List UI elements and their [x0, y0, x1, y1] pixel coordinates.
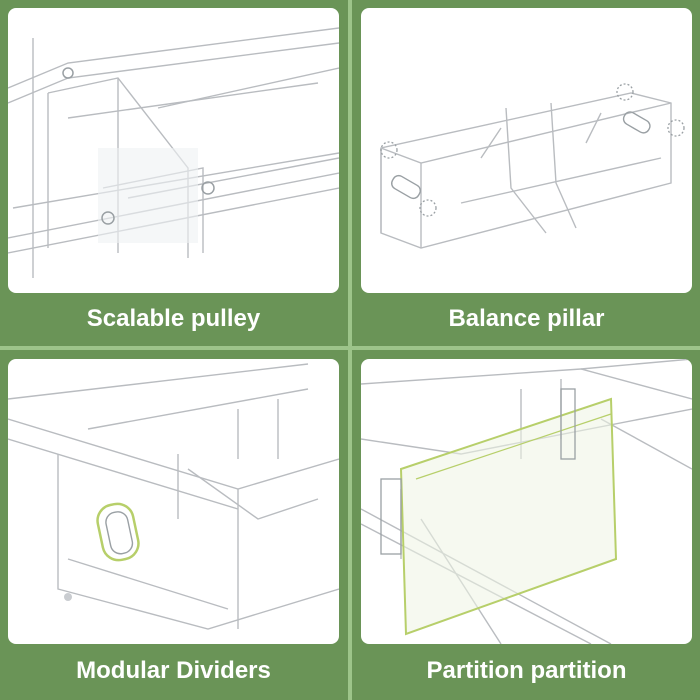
panel-balance-pillar [361, 8, 692, 293]
vertical-divider [348, 0, 352, 700]
modular-dividers-illustration [8, 363, 339, 630]
caption-modular-dividers: Modular Dividers [76, 657, 271, 684]
caption-scalable-pulley: Scalable pulley [86, 305, 261, 332]
panel-modular-dividers [8, 359, 339, 644]
panel-scalable-pulley [8, 8, 339, 293]
pulley-illustration [8, 27, 339, 278]
caption-partition-partition: Partition partition [426, 657, 627, 684]
balance-pillar-illustration [380, 83, 685, 249]
horizontal-divider [0, 346, 700, 350]
caption-balance-pillar: Balance pillar [448, 305, 605, 332]
panel-partition-partition [361, 359, 692, 644]
partition-illustration [361, 359, 692, 644]
